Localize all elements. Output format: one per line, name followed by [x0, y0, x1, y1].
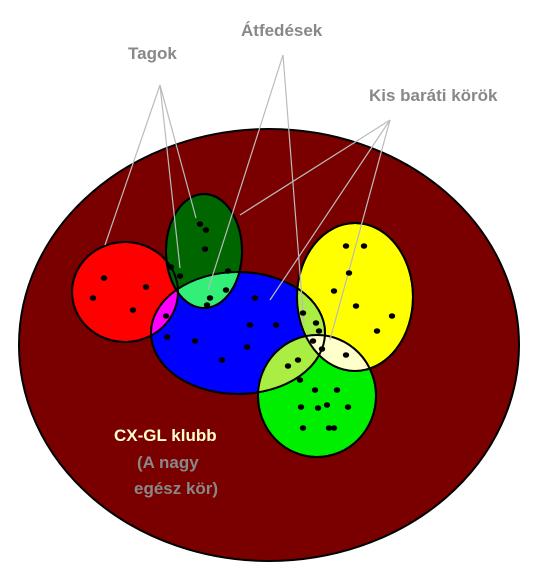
- member-dot: [129, 307, 137, 313]
- club-note-line2: egész kör): [134, 479, 218, 498]
- member-dot: [388, 313, 396, 319]
- member-dot: [100, 275, 108, 281]
- member-dot: [294, 357, 302, 363]
- member-dot: [206, 295, 214, 301]
- member-dot: [345, 270, 353, 276]
- member-dot: [342, 352, 350, 358]
- member-dot: [142, 284, 150, 290]
- member-dot: [196, 221, 204, 227]
- member-dot: [218, 357, 226, 363]
- member-dot: [311, 387, 319, 393]
- member-dot: [325, 425, 333, 431]
- member-dot: [251, 295, 259, 301]
- members-label: Tagok: [128, 44, 177, 63]
- member-dot: [246, 322, 254, 328]
- member-dot: [163, 334, 171, 340]
- member-dot: [89, 295, 97, 301]
- member-dot: [284, 363, 292, 369]
- member-dot: [373, 328, 381, 334]
- member-dot: [191, 338, 199, 344]
- club-name-label: CX-GL klubb: [114, 426, 217, 445]
- member-dot: [201, 246, 209, 252]
- member-dot: [299, 310, 307, 316]
- member-dot: [272, 322, 280, 328]
- overlaps-label: Átfedések: [241, 21, 323, 40]
- member-dot: [243, 344, 251, 350]
- member-dot: [297, 404, 305, 410]
- member-dot: [167, 264, 175, 270]
- member-dot: [323, 402, 331, 408]
- member-dot: [344, 404, 352, 410]
- member-dot: [330, 288, 338, 294]
- member-dot: [312, 320, 320, 326]
- small-circles-label: Kis baráti körök: [369, 86, 498, 105]
- member-dot: [176, 273, 184, 279]
- member-dot: [342, 243, 350, 249]
- member-dot: [318, 346, 326, 352]
- member-dots: [89, 221, 396, 431]
- club-note-line1: (A nagy: [137, 453, 199, 472]
- member-dot: [202, 227, 210, 233]
- member-dot: [224, 268, 232, 274]
- member-dot: [314, 405, 322, 411]
- member-dot: [315, 328, 323, 334]
- member-dot: [352, 303, 360, 309]
- member-dot: [162, 313, 170, 319]
- overlap-yellow-green: [297, 335, 376, 371]
- pointer-lines: [104, 54, 391, 341]
- member-dot: [330, 425, 338, 431]
- overlap-darkgreen-blue: [166, 272, 242, 308]
- member-dot: [360, 243, 368, 249]
- member-dot: [296, 377, 304, 383]
- member-dot: [222, 287, 230, 293]
- member-dot: [333, 387, 341, 393]
- member-dot: [309, 338, 317, 344]
- member-dot: [299, 425, 307, 431]
- member-dot: [203, 302, 211, 308]
